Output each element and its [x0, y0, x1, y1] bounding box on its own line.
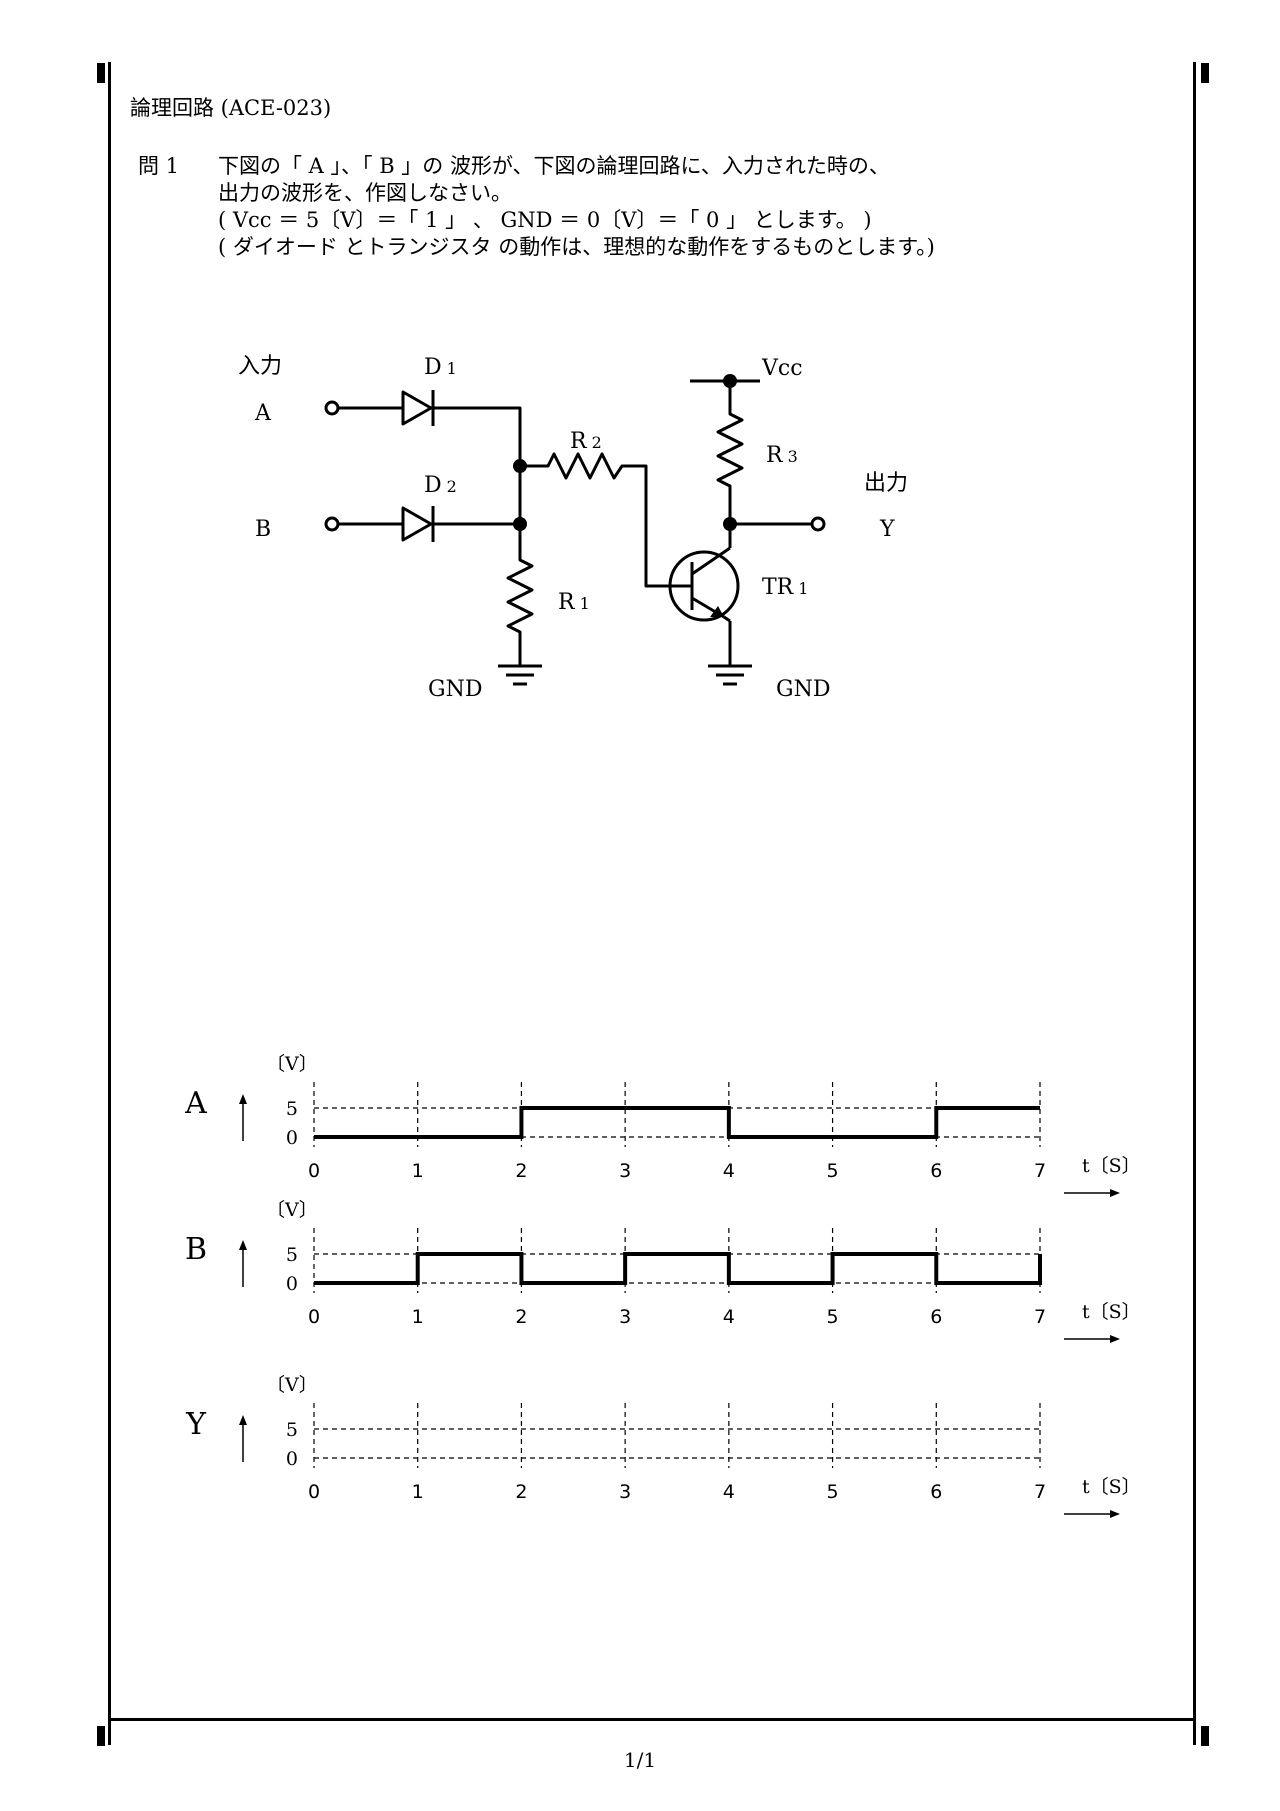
y-tick-label-5: 5: [286, 1098, 298, 1120]
output-y-label: Y: [879, 517, 895, 542]
question-line-4: ( ダイオード とトランジスタ の動作は、理想的な動作をするものとします。): [218, 235, 935, 259]
frame-left-border: [108, 62, 111, 1745]
input-b-label: B: [255, 517, 271, 542]
page-title: 論理回路 (ACE-023): [130, 96, 332, 120]
x-tick-label: 3: [619, 1481, 631, 1503]
wire-d1-out: [433, 406, 522, 466]
v-arrow-head: [239, 1240, 247, 1250]
corner-mark-top-right: [1201, 63, 1209, 83]
t-unit-label: t〔S〕: [1082, 1301, 1141, 1323]
input-a-label: A: [254, 401, 272, 426]
y-tick-label-5: 5: [286, 1419, 298, 1441]
y-tick-label-0: 0: [286, 1127, 298, 1149]
frame-bottom-border: [108, 1718, 1196, 1721]
junction-vcc: [723, 374, 737, 388]
x-tick-label: 2: [515, 1481, 527, 1503]
input-label: 入力: [238, 354, 282, 379]
x-tick-label: 5: [827, 1160, 839, 1182]
t-unit-label: t〔S〕: [1082, 1155, 1141, 1177]
x-tick-label: 0: [308, 1481, 320, 1503]
wire-emitter-stub: [723, 615, 731, 623]
x-tick-label: 1: [412, 1160, 424, 1182]
gnd-right-label: GND: [776, 677, 830, 702]
x-tick-label: 7: [1034, 1306, 1046, 1328]
output-label: 出力: [864, 471, 908, 496]
y-tick-label-0: 0: [286, 1273, 298, 1295]
resistor-r2: [520, 452, 674, 588]
x-tick-label: 4: [723, 1160, 735, 1182]
x-tick-label: 0: [308, 1160, 320, 1182]
junction-r2: [513, 459, 527, 473]
junction-output: [723, 517, 737, 531]
transistor-emitter-arrow: [710, 606, 724, 617]
diode-d2-symbol: [401, 506, 433, 542]
y-tick-label-0: 0: [286, 1448, 298, 1470]
page-number: 1/1: [623, 1748, 657, 1772]
waveform-a: [314, 1106, 1040, 1139]
terminal-b: [324, 516, 340, 532]
corner-mark-bottom-left: [97, 1726, 105, 1746]
waveform-b: [314, 1252, 1042, 1285]
vcc-label: Vcc: [761, 356, 803, 381]
y-tick-label-5: 5: [286, 1244, 298, 1266]
y-unit-label: 〔V〕: [266, 1199, 318, 1221]
corner-mark-bottom-right: [1201, 1726, 1209, 1746]
question-line-2: 出力の波形を、作図しなさい。: [218, 181, 512, 205]
question-number: 問 1: [138, 154, 180, 178]
x-tick-label: 7: [1034, 1481, 1046, 1503]
signal-label-y: Y: [185, 1407, 207, 1442]
x-tick-label: 6: [930, 1160, 942, 1182]
t-arrow-head: [1110, 1510, 1120, 1518]
x-tick-label: 6: [930, 1481, 942, 1503]
x-tick-label: 5: [827, 1481, 839, 1503]
x-tick-label: 6: [930, 1306, 942, 1328]
v-arrow-head: [239, 1415, 247, 1425]
x-tick-label: 3: [619, 1160, 631, 1182]
terminal-a: [324, 400, 340, 416]
transistor-collector: [691, 546, 731, 576]
x-tick-label: 2: [515, 1306, 527, 1328]
t-arrow-head: [1110, 1335, 1120, 1343]
junction-b: [513, 517, 527, 531]
diode-d1-symbol: [401, 390, 433, 426]
transistor-tr1-body: [668, 550, 740, 622]
x-tick-label: 1: [412, 1481, 424, 1503]
y-unit-label: 〔V〕: [266, 1053, 318, 1075]
corner-mark-top-left: [97, 63, 105, 83]
x-tick-label: 2: [515, 1160, 527, 1182]
signal-label-a: A: [184, 1086, 207, 1121]
v-arrow-head: [239, 1094, 247, 1104]
t-unit-label: t〔S〕: [1082, 1476, 1141, 1498]
x-tick-label: 7: [1034, 1160, 1046, 1182]
frame-right-border: [1193, 62, 1196, 1745]
signal-label-b: B: [185, 1232, 207, 1267]
question-line-1: 下図の「 A 」、「 B 」の 波形が、下図の論理回路に、入力された時の、: [218, 154, 890, 178]
x-tick-label: 3: [619, 1306, 631, 1328]
x-tick-label: 4: [723, 1481, 735, 1503]
x-tick-label: 1: [412, 1306, 424, 1328]
x-tick-label: 5: [827, 1306, 839, 1328]
resistor-r3: [716, 381, 744, 524]
x-tick-label: 0: [308, 1306, 320, 1328]
x-tick-label: 4: [723, 1306, 735, 1328]
y-unit-label: 〔V〕: [266, 1374, 318, 1396]
resistor-r1: [506, 558, 534, 666]
gnd-left-label: GND: [428, 677, 482, 702]
question-line-3: ( Vcc ＝ 5〔V〕＝「 1 」 、 GND ＝ 0〔V〕＝「 0 」 とし…: [218, 208, 872, 232]
t-arrow-head: [1110, 1189, 1120, 1197]
terminal-y: [810, 516, 826, 532]
